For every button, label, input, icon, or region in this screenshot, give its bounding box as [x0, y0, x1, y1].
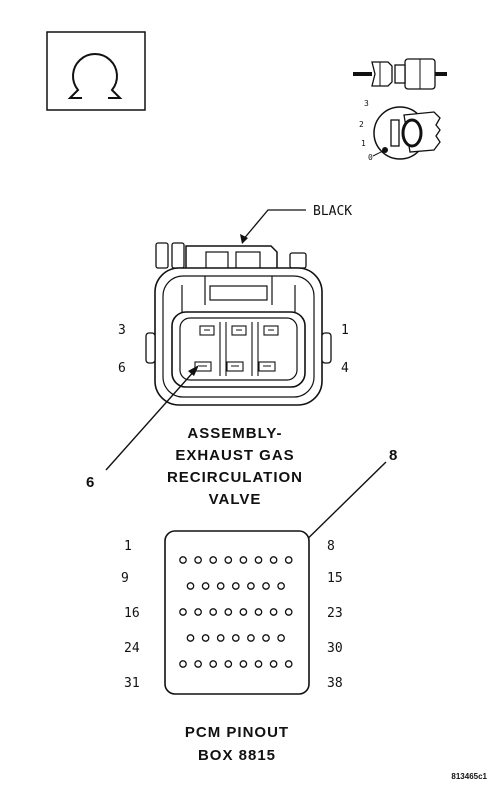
- pcm-pin-cavity: [277, 634, 285, 642]
- pcm-row-right-label: 8: [327, 539, 335, 554]
- pcm-pin-cavity: [231, 634, 240, 642]
- pcm-pin-cavity: [239, 608, 248, 616]
- figure-reference: 813465c1: [451, 772, 487, 781]
- pcm-pin-cavity: [224, 660, 233, 668]
- pcm-connector-outline: [164, 530, 310, 695]
- pcm-pin-cavity: [216, 634, 225, 642]
- pcm-pin-cavity: [277, 582, 285, 590]
- pcm-pin-cavity: [284, 608, 293, 616]
- pcm-pin-cavity: [239, 660, 248, 668]
- ohm-icon: [46, 31, 146, 111]
- pcm-pin-cavity: [194, 608, 202, 616]
- egr-connector: [145, 242, 332, 406]
- pcm-row-right-label: 30: [327, 641, 343, 656]
- pcm-pin-cavity: [209, 556, 218, 564]
- pcm-pin-cavity: [239, 556, 248, 564]
- pcm-pin-cavity: [179, 660, 187, 668]
- pcm-pin-grid: [179, 556, 293, 668]
- egr-pin-label-1: 1: [341, 323, 349, 338]
- pcm-pin-cavity: [179, 608, 187, 616]
- pcm-row-left-label: 24: [124, 641, 140, 656]
- pcm-pin-cavity: [284, 660, 293, 668]
- egr-pin-label-4: 4: [341, 361, 349, 376]
- pcm-pin-cavity: [254, 608, 263, 616]
- pcm-pin-cavity: [254, 660, 263, 668]
- pcm-title-line-1: PCM PINOUT: [185, 724, 289, 741]
- egr-pin-label-6: 6: [118, 361, 126, 376]
- pcm-pin-cavity: [209, 608, 218, 616]
- connector-icon: [353, 58, 447, 90]
- pcm-pin-cavity: [247, 582, 255, 590]
- ignition-key-icon: 3 2 1 0: [359, 99, 441, 162]
- pcm-title-line-2: BOX 8815: [198, 747, 276, 764]
- egr-title-line-1: ASSEMBLY-: [187, 425, 282, 442]
- pcm-callout: 8: [389, 447, 397, 464]
- pcm-row-left-label: 16: [124, 606, 140, 621]
- pcm-pin-cavity: [269, 660, 278, 668]
- pcm-pin-cavity: [194, 660, 202, 668]
- pcm-pin-cavity: [179, 556, 187, 564]
- pcm-pin-cavity: [194, 556, 202, 564]
- ignition-position-2: 2: [359, 120, 364, 129]
- pcm-pin-cavity: [224, 556, 233, 564]
- pcm-row-left-label: 1: [124, 539, 132, 554]
- pcm-row-right-label: 15: [327, 571, 343, 586]
- pcm-row-left-label: 31: [124, 676, 140, 691]
- pcm-pin-cavity: [262, 634, 270, 642]
- egr-pin-label-3: 3: [118, 323, 126, 338]
- pcm-pin-cavity: [231, 582, 240, 590]
- wire-color-label: BLACK: [313, 204, 352, 219]
- pcm-pin-cavity: [186, 634, 195, 642]
- callout-6-leader: [105, 365, 199, 471]
- ignition-position-0: 0: [368, 153, 373, 162]
- pcm-pin-cavity: [269, 608, 278, 616]
- pcm-pin-cavity: [186, 582, 195, 590]
- pcm-row-left-label: 9: [121, 571, 129, 586]
- pcm-pin-cavity: [201, 582, 210, 590]
- pcm-pin-cavity: [201, 634, 210, 642]
- pcm-pin-cavity: [247, 634, 255, 642]
- pcm-pin-cavity: [269, 556, 278, 564]
- egr-title-line-3: RECIRCULATION: [167, 469, 303, 486]
- pcm-pin-cavity: [209, 660, 218, 668]
- pcm-pin-cavity: [262, 582, 270, 590]
- ignition-position-1: 1: [361, 139, 366, 148]
- egr-title-line-4: VALVE: [209, 491, 262, 508]
- pcm-row-right-label: 38: [327, 676, 343, 691]
- ignition-position-3: 3: [364, 99, 369, 108]
- egr-title-line-2: EXHAUST GAS: [175, 447, 294, 464]
- pcm-row-right-label: 23: [327, 606, 343, 621]
- egr-callout: 6: [86, 474, 94, 491]
- pcm-pin-cavity: [254, 556, 263, 564]
- pcm-pin-cavity: [216, 582, 225, 590]
- pcm-pin-cavity: [224, 608, 233, 616]
- pcm-pin-cavity: [284, 556, 293, 564]
- wire-color-leader: [240, 209, 306, 244]
